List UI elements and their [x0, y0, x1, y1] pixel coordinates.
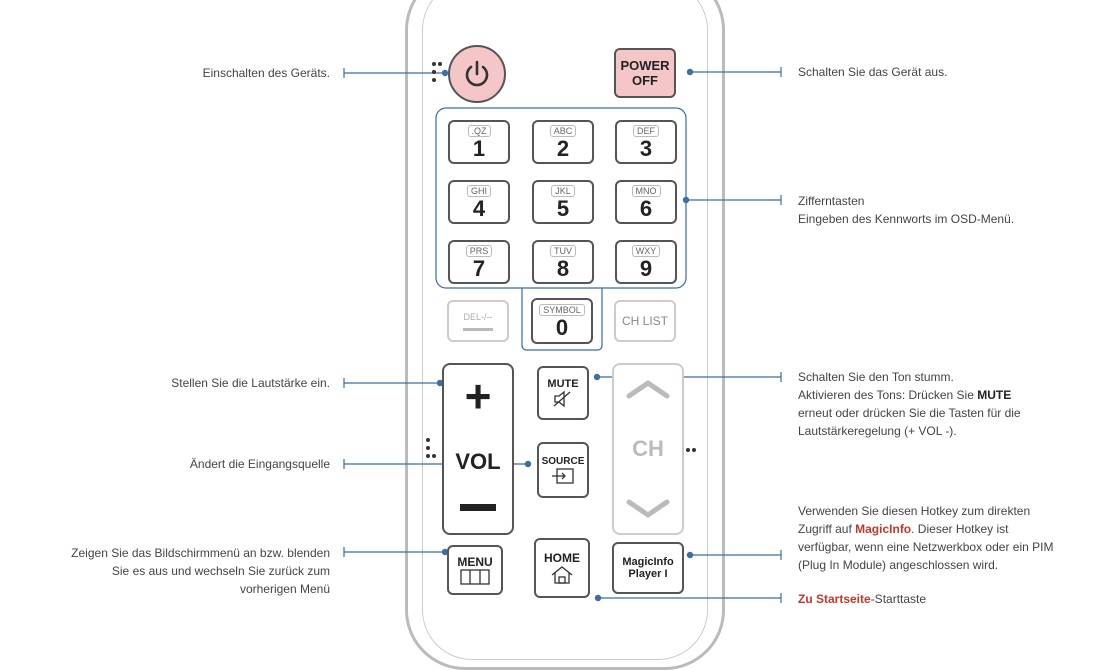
key-digit: 6	[639, 195, 653, 221]
callout-mute: Schalten Sie den Ton stumm. Aktivieren d…	[798, 368, 1021, 440]
callout-mute-line2: Aktivieren des Tons: Drücken Sie MUTE	[798, 386, 1021, 404]
digit-0: 0	[555, 314, 569, 340]
key-letters: MNO	[631, 184, 661, 197]
menu-button[interactable]: MENU	[447, 545, 503, 595]
callout-lines	[343, 62, 782, 603]
callout-magicinfo-line2-post: . Dieser Hotkey ist	[911, 522, 1009, 536]
home-label: HOME	[544, 551, 580, 565]
power-off-label-2: OFF	[632, 73, 658, 88]
volume-down-icon[interactable]	[460, 504, 496, 511]
key-digit: 9	[639, 255, 653, 281]
key-letters: TUV	[550, 244, 576, 257]
key-digit: 8	[556, 255, 570, 281]
callout-magicinfo-line4: (Plug In Module) angeschlossen wird.	[798, 558, 999, 572]
callout-home-keyword: Zu Startseite	[798, 592, 871, 606]
magicinfo-button[interactable]: MagicInfo Player I	[612, 542, 684, 594]
chevron-up-icon[interactable]	[625, 379, 671, 399]
symbol-label: SYMBOL	[539, 303, 585, 316]
key-digit: 1	[472, 135, 486, 161]
menu-grid-icon	[460, 569, 490, 585]
callout-magicinfo-line1: Verwenden Sie diesen Hotkey zum direkten	[798, 504, 1031, 518]
del-button[interactable]: DEL-/--	[447, 300, 509, 342]
key-digit: 3	[639, 135, 653, 161]
callout-magicinfo-line2-pre: Zugriff auf	[798, 522, 856, 536]
key-letters: GHI	[466, 184, 491, 197]
key-letters: .QZ	[467, 124, 491, 137]
callout-source: Ändert die Eingangsquelle	[190, 455, 330, 473]
del-dash	[463, 327, 493, 331]
home-button[interactable]: HOME	[534, 538, 590, 598]
callout-source-text: Ändert die Eingangsquelle	[189, 457, 330, 471]
callout-magicinfo-line3: verfügbar, wenn eine Netzwerkbox oder ei…	[798, 540, 1054, 554]
power-button[interactable]	[448, 45, 506, 103]
magicinfo-label-2: Player I	[628, 568, 668, 580]
power-off-label-1: POWER	[620, 58, 670, 73]
ch-list-label: CH LIST	[621, 314, 668, 328]
volume-up-icon[interactable]: +	[464, 370, 492, 422]
source-label: SOURCE	[541, 455, 585, 467]
callout-magicinfo-keyword: MagicInfo	[855, 522, 912, 536]
ch-list-button[interactable]: CH LIST	[614, 300, 676, 342]
key-letters: DEF	[633, 124, 659, 137]
callout-magicinfo-line2: Zugriff auf MagicInfo. Dieser Hotkey ist	[798, 520, 1053, 538]
callout-power-on: Einschalten des Geräts.	[203, 64, 330, 82]
del-label: DEL-/--	[463, 311, 493, 322]
volume-label: VOL	[455, 448, 501, 474]
key-digit: 4	[472, 195, 486, 221]
key-letters: JKL	[551, 184, 575, 197]
callout-menu: Zeigen Sie das Bildschirmmenü an bzw. bl…	[71, 544, 330, 598]
source-input-icon	[552, 467, 574, 484]
callout-home-rest: -Starttaste	[870, 592, 927, 606]
number-key-0[interactable]: SYMBOL 0	[531, 298, 593, 344]
menu-label: MENU	[457, 555, 493, 569]
magicinfo-label-1: MagicInfo	[622, 556, 674, 568]
key-digit: 7	[472, 255, 486, 281]
channel-label: CH	[632, 436, 664, 461]
key-digit: 5	[556, 195, 570, 221]
callout-mute-line1: Schalten Sie den Ton stumm.	[798, 370, 954, 384]
callout-power-off: Schalten Sie das Gerät aus.	[798, 63, 947, 81]
callout-power-off-text: Schalten Sie das Gerät aus.	[798, 65, 948, 79]
key-letters: PRS	[465, 244, 493, 257]
callout-magicinfo: Verwenden Sie diesen Hotkey zum direkten…	[798, 502, 1053, 574]
callout-volume-text: Stellen Sie die Lautstärke ein.	[171, 376, 330, 390]
callout-home: Zu Startseite-Starttaste	[798, 590, 926, 608]
callout-power-on-text: Einschalten des Geräts.	[202, 66, 330, 80]
key-letters: WXY	[631, 244, 661, 257]
channel-rocker[interactable]: CH	[612, 363, 684, 535]
callout-number-keys-line2: Eingeben des Kennworts im OSD-Menü.	[798, 212, 1015, 226]
callout-menu-line3: vorherigen Menü	[239, 582, 330, 596]
key-digit: 2	[556, 135, 570, 161]
volume-rocker[interactable]: + VOL	[442, 363, 514, 535]
source-button[interactable]: SOURCE	[537, 442, 589, 498]
callout-mute-line4: Lautstärkeregelung (+ VOL -).	[798, 424, 957, 438]
callout-number-keys: Zifferntasten Eingeben des Kennworts im …	[798, 192, 1014, 228]
callout-number-keys-line1: Zifferntasten	[798, 194, 865, 208]
chevron-down-icon[interactable]	[625, 499, 671, 519]
power-icon	[465, 60, 489, 87]
callout-mute-keyword: MUTE	[977, 388, 1012, 402]
callout-menu-line2: Sie es aus und wechseln Sie zurück zum	[111, 564, 330, 578]
mute-label: MUTE	[547, 378, 579, 390]
mute-button[interactable]: MUTE	[537, 366, 589, 420]
callout-mute-line3: erneut oder drücken Sie die Tasten für d…	[798, 406, 1021, 420]
callout-mute-line2-pre: Aktivieren des Tons: Drücken Sie	[798, 388, 978, 402]
home-icon	[551, 566, 573, 584]
callout-volume: Stellen Sie die Lautstärke ein.	[171, 374, 330, 392]
key-letters: ABC	[549, 124, 577, 137]
power-off-button[interactable]: POWER OFF	[614, 48, 676, 98]
mute-speaker-icon	[553, 390, 571, 408]
callout-menu-line1: Zeigen Sie das Bildschirmmenü an bzw. bl…	[71, 546, 330, 560]
